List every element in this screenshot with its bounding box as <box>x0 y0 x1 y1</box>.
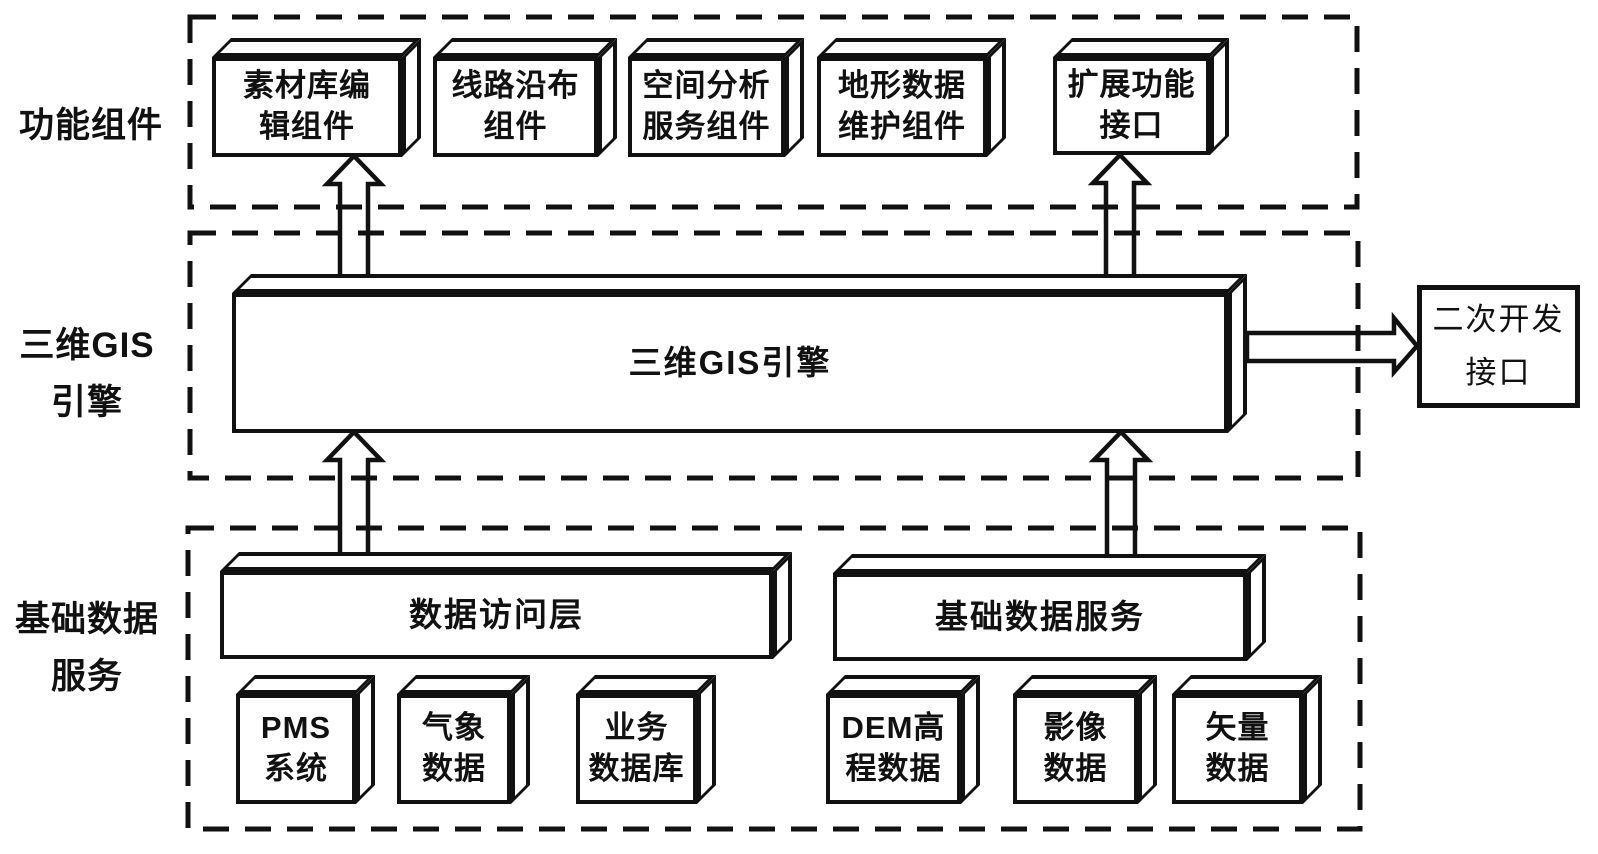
box-label-line2: 数据 <box>422 751 486 786</box>
box-label-line1: 线路沿布 <box>451 68 580 104</box>
box-label-line1: 地形数据 <box>838 68 966 104</box>
box-front-face: 素材库编 辑组件 <box>212 57 402 157</box>
box-top-face <box>397 675 530 694</box>
region-functional-components-border <box>187 14 1360 210</box>
box-label-line1: 素材库编 <box>243 68 371 104</box>
box-label-line2: 数据 <box>1205 751 1270 786</box>
datasource-box-business-database: 业务 数据库 <box>576 675 716 804</box>
row-label-line1: 基础数据 <box>14 600 159 639</box>
component-box-route-distribution: 线路沿布 组件 <box>433 38 617 157</box>
datasource-box-dem-elevation: DEM高 程数据 <box>826 675 980 804</box>
box-side-face <box>1303 675 1322 804</box>
box-front-face: 影像 数据 <box>1013 694 1138 804</box>
box-label-line2: 系统 <box>264 751 328 786</box>
box-side-face <box>987 38 1006 157</box>
box-label-line2: 数据库 <box>588 751 685 786</box>
box-top-face <box>1172 675 1322 694</box>
row-label-text: 功能组件 <box>18 106 163 145</box>
box-label-line1: 气象 <box>422 710 486 746</box>
data-access-layer-label: 数据访问层 <box>409 596 584 634</box>
sdk-label-line2: 接口 <box>1465 354 1532 390</box>
box-side-face <box>598 38 617 157</box>
engine-bar: 三维GIS引擎 <box>232 274 1247 433</box>
box-side-face <box>785 38 804 157</box>
box-front-face: 扩展功能 接口 <box>1053 57 1210 155</box>
box-front-face: 三维GIS引擎 <box>232 293 1228 433</box>
box-side-face <box>697 675 716 804</box>
box-label-line1: DEM高 <box>841 710 946 746</box>
data-access-layer-bar: 数据访问层 <box>220 552 792 659</box>
box-label-line2: 数据 <box>1043 751 1108 786</box>
component-box-extension-interface: 扩展功能 接口 <box>1053 38 1229 155</box>
box-top-face <box>817 38 1006 57</box>
box-label-line2: 程数据 <box>845 751 942 786</box>
box-side-face <box>961 675 980 804</box>
region-base-data-border <box>185 525 1363 832</box>
box-label-line2: 维护组件 <box>838 109 966 144</box>
box-label-line1: PMS <box>260 710 332 746</box>
box-label-line1: 矢量 <box>1205 710 1270 746</box>
box-top-face <box>576 675 716 694</box>
row-label-base-data-service: 基础数据 服务 <box>4 592 170 705</box>
sdk-label-line1: 二次开发 <box>1432 302 1565 338</box>
row-label-functional-components: 功能组件 <box>8 98 174 155</box>
row-label-line1: 三维GIS <box>19 326 155 365</box>
engine-bar-label: 三维GIS引擎 <box>628 344 832 382</box>
box-label-line1: 空间分析 <box>642 68 771 104</box>
component-box-terrain-maintenance: 地形数据 维护组件 <box>817 38 1006 157</box>
box-label-line1: 扩展功能 <box>1067 67 1196 103</box>
box-top-face <box>232 274 1247 293</box>
component-box-material-library-editor: 素材库编 辑组件 <box>212 38 421 157</box>
box-top-face <box>1053 38 1229 57</box>
box-front-face: 数据访问层 <box>220 571 773 659</box>
row-label-line2: 引擎 <box>50 382 123 422</box>
box-front-face: 矢量 数据 <box>1172 694 1303 804</box>
datasource-box-imagery-data: 影像 数据 <box>1013 675 1157 804</box>
box-top-face <box>826 675 980 694</box>
box-side-face <box>511 675 530 804</box>
box-front-face: 线路沿布 组件 <box>433 57 598 157</box>
sdk-interface-box: 二次开发 接口 <box>1417 285 1580 408</box>
box-top-face <box>1013 675 1157 694</box>
box-front-face: PMS 系统 <box>236 694 356 804</box>
box-top-face <box>833 554 1266 573</box>
box-front-face: 地形数据 维护组件 <box>817 57 987 157</box>
arrow-right-engine-to-sdk-icon <box>1244 311 1420 378</box>
box-top-face <box>212 38 421 57</box>
box-label-line1: 业务 <box>604 710 669 746</box>
box-top-face <box>628 38 804 57</box>
box-front-face: DEM高 程数据 <box>826 694 961 804</box>
row-label-line2: 服务 <box>50 656 123 696</box>
row-label-gis-engine: 三维GIS 引擎 <box>4 318 170 431</box>
box-side-face <box>356 675 375 804</box>
base-data-service-bar: 基础数据服务 <box>833 554 1266 661</box>
region-gis-engine-border <box>187 230 1361 481</box>
base-data-service-label: 基础数据服务 <box>935 598 1145 636</box>
box-side-face <box>402 38 421 157</box>
box-label-line2: 辑组件 <box>259 109 355 144</box>
box-front-face: 基础数据服务 <box>833 573 1247 661</box>
box-top-face <box>220 552 792 571</box>
box-label-line2: 接口 <box>1099 108 1164 143</box>
datasource-box-pms-system: PMS 系统 <box>236 675 375 804</box>
box-front-face: 业务 数据库 <box>576 694 697 804</box>
box-front-face: 气象 数据 <box>397 694 511 804</box>
component-box-spatial-analysis: 空间分析 服务组件 <box>628 38 804 157</box>
box-side-face <box>1228 274 1247 433</box>
box-side-face <box>1138 675 1157 804</box>
box-label-line1: 影像 <box>1043 710 1108 746</box>
datasource-box-weather-data: 气象 数据 <box>397 675 530 804</box>
box-top-face <box>433 38 617 57</box>
box-label-line2: 服务组件 <box>642 109 771 144</box>
box-front-face: 空间分析 服务组件 <box>628 57 785 157</box>
datasource-box-vector-data: 矢量 数据 <box>1172 675 1322 804</box>
box-top-face <box>236 675 375 694</box>
box-side-face <box>1210 38 1229 155</box>
box-label-line2: 组件 <box>483 109 548 144</box>
